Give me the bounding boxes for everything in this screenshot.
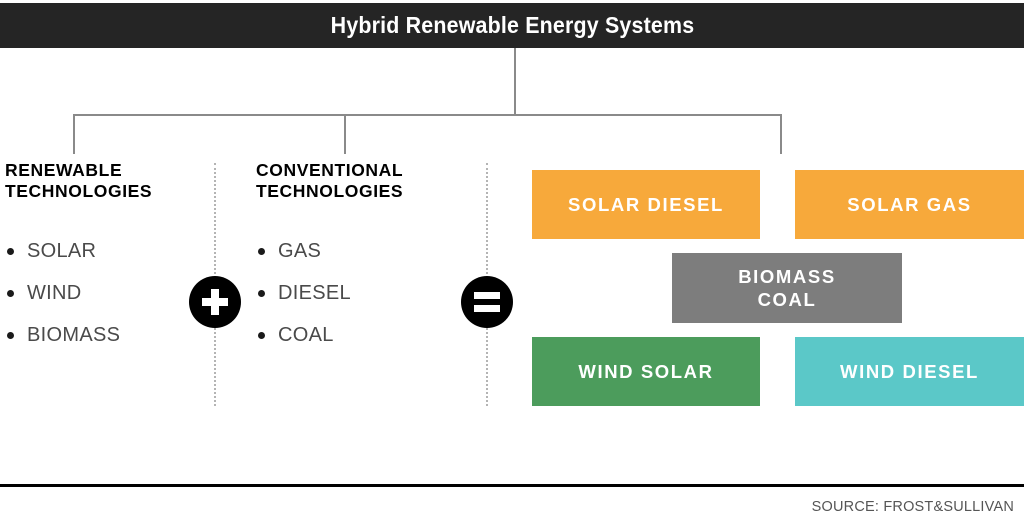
connector-stem	[514, 48, 516, 116]
list-item: COAL	[256, 325, 466, 345]
column-heading-conventional-line1: CONVENTIONAL	[256, 160, 404, 180]
list-item: WIND	[5, 283, 205, 303]
column-conventional-technologies: CONVENTIONAL TECHNOLOGIES GAS DIESEL COA…	[256, 160, 466, 367]
result-label: WIND SOLAR	[578, 360, 714, 382]
list-item: DIESEL	[256, 283, 466, 303]
connector-leg-renewable	[73, 114, 75, 154]
footer-divider-rule	[0, 484, 1024, 487]
connector-leg-conventional	[344, 114, 346, 154]
result-label: SOLAR GAS	[847, 193, 972, 215]
conventional-list: GAS DIESEL COAL	[256, 241, 466, 345]
result-label: SOLAR DIESEL	[568, 193, 724, 215]
list-item: BIOMASS	[5, 325, 205, 345]
connector-horizontal-bar	[73, 114, 782, 116]
result-box-solar-gas: SOLAR GAS	[795, 170, 1024, 239]
equals-icon	[474, 292, 500, 312]
result-label-line2: COAL	[757, 289, 817, 310]
column-heading-renewable-line1: RENEWABLE	[5, 160, 123, 180]
source-attribution: SOURCE: FROST&SULLIVAN	[811, 499, 1014, 515]
result-label: BIOMASS COAL	[738, 265, 836, 311]
column-heading-conventional-line2: TECHNOLOGIES	[256, 181, 404, 202]
column-heading-renewable-line2: TECHNOLOGIES	[5, 181, 153, 202]
result-box-wind-diesel: WIND DIESEL	[795, 337, 1024, 406]
title-bar: Hybrid Renewable Energy Systems	[0, 3, 1024, 48]
result-box-biomass-coal: BIOMASS COAL	[672, 253, 902, 323]
plus-operator-icon	[189, 276, 241, 328]
result-label: WIND DIESEL	[840, 360, 979, 382]
column-heading-conventional: CONVENTIONAL TECHNOLOGIES	[256, 160, 466, 203]
page-title: Hybrid Renewable Energy Systems	[330, 12, 694, 38]
result-label-line1: BIOMASS	[738, 265, 836, 287]
equals-operator-icon	[461, 276, 513, 328]
result-box-wind-solar: WIND SOLAR	[532, 337, 760, 406]
column-heading-renewable: RENEWABLE TECHNOLOGIES	[5, 160, 205, 203]
list-item: GAS	[256, 241, 466, 261]
connector-leg-results	[780, 114, 782, 154]
column-renewable-technologies: RENEWABLE TECHNOLOGIES SOLAR WIND BIOMAS…	[5, 160, 205, 367]
renewable-list: SOLAR WIND BIOMASS	[5, 241, 205, 345]
plus-icon	[202, 289, 228, 315]
result-box-solar-diesel: SOLAR DIESEL	[532, 170, 760, 239]
list-item: SOLAR	[5, 241, 205, 261]
